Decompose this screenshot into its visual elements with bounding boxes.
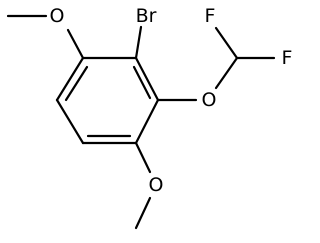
bond-cf2-f-left [214, 26, 239, 60]
ring-bond-c2-c3 [134, 56, 160, 102]
ring-bond-c6-c1 [55, 56, 85, 102]
ring-double-bond-c2-c3 [132, 65, 152, 100]
bond-c4-o-bottom [134, 141, 152, 174]
fluorine-right-label: F [282, 47, 293, 69]
fluorine-left-label: F [205, 5, 216, 27]
oxygen-methoxy-bottom-label: O [149, 174, 164, 196]
bond-c2-br [134, 25, 143, 60]
oxygen-methoxy-top-label: O [50, 5, 65, 27]
bond-o-cf2 [214, 56, 239, 90]
ring-double-bond-c6-c1 [64, 65, 89, 102]
bromine-atom-label: Br [136, 5, 157, 27]
ring-bond-c3-c4 [134, 98, 160, 145]
bond-c1-o-top [66, 28, 85, 60]
molecule-structure: Br O O F F O [6, 5, 293, 230]
oxygen-difluoromethoxy-label: O [202, 89, 217, 111]
structure-canvas: Br O O F F O [6, 5, 293, 230]
bond-o-bottom-methyl [134, 196, 152, 230]
ring-bond-c5-c6 [55, 98, 85, 145]
